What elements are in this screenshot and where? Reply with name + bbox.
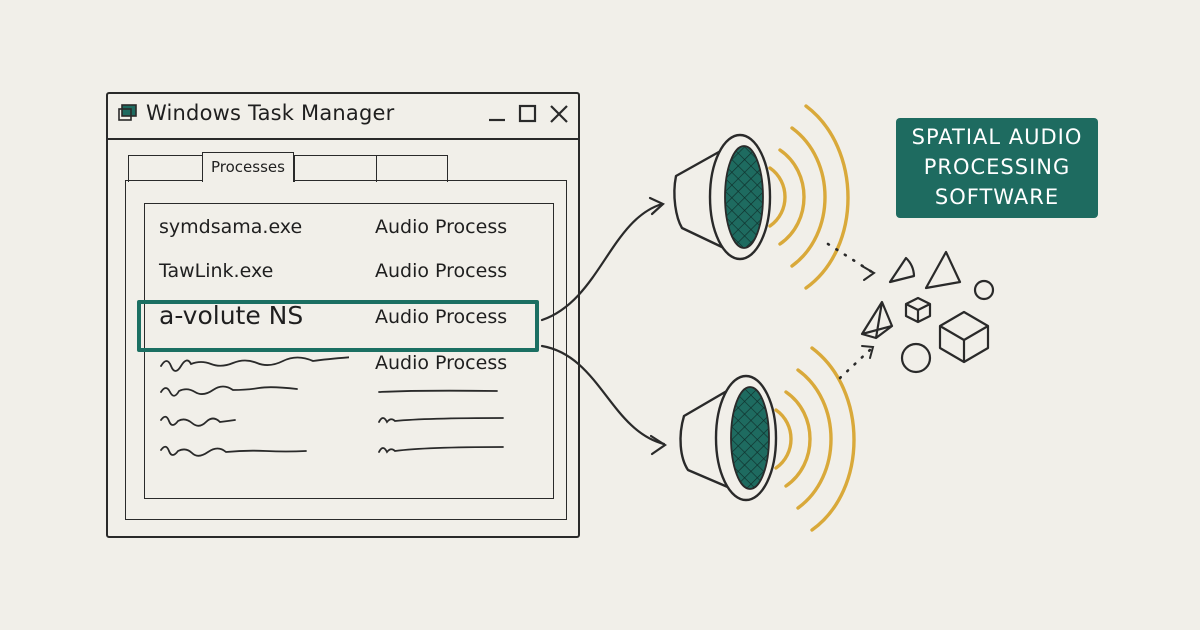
illegible-process-name	[160, 415, 236, 427]
tab-processes[interactable]: Processes	[202, 152, 294, 182]
title-bar[interactable]: Windows Task Manager	[108, 94, 578, 140]
process-row[interactable]: TawLink.exe Audio Process	[145, 254, 553, 286]
process-type: Audio Process	[375, 216, 508, 238]
tab-blank-3[interactable]	[294, 155, 378, 182]
illegible-process-type	[378, 389, 498, 393]
arrow-icon	[540, 202, 664, 322]
label-line-2: PROCESSING	[923, 155, 1071, 179]
sound-wave-icon	[774, 346, 856, 532]
illegible-process-name	[160, 356, 349, 372]
processes-panel: symdsama.exe Audio Process TawLink.exe A…	[125, 180, 567, 520]
app-icon	[118, 104, 137, 121]
illegible-process-type	[378, 446, 504, 454]
arrow-head-icon	[649, 434, 667, 456]
process-row-selected[interactable]: a-volute NS Audio Process	[145, 300, 553, 332]
process-row[interactable]: symdsama.exe Audio Process	[145, 210, 553, 242]
minimize-icon[interactable]	[486, 103, 508, 125]
arrow-icon	[540, 344, 666, 446]
process-name: symdsama.exe	[159, 216, 303, 238]
spatial-audio-label: SPATIAL AUDIO PROCESSING SOFTWARE	[896, 118, 1098, 218]
tab-blank-1[interactable]	[128, 155, 204, 182]
process-name: TawLink.exe	[159, 260, 274, 282]
process-list: symdsama.exe Audio Process TawLink.exe A…	[144, 203, 554, 499]
arrow-head-icon	[648, 196, 665, 216]
process-type: Audio Process	[375, 306, 508, 328]
label-line-1: SPATIAL AUDIO	[911, 125, 1083, 149]
process-type: Audio Process	[375, 352, 508, 374]
geometric-shape-icon	[860, 250, 995, 374]
sound-wave-icon	[768, 104, 850, 290]
process-name: a-volute NS	[159, 301, 304, 330]
label-line-3: SOFTWARE	[934, 185, 1060, 209]
tab-blank-4[interactable]	[376, 155, 448, 182]
process-row[interactable]: Audio Process	[145, 346, 553, 378]
tab-processes-label: Processes	[211, 158, 285, 176]
illegible-process-name	[160, 385, 298, 397]
speaker-icon	[673, 133, 772, 261]
close-icon[interactable]	[548, 103, 570, 125]
illegible-process-type	[378, 417, 504, 424]
window-title: Windows Task Manager	[146, 101, 395, 125]
maximize-icon[interactable]	[517, 103, 539, 125]
illegible-process-name	[160, 445, 307, 457]
speaker-icon	[679, 374, 778, 502]
process-type: Audio Process	[375, 260, 508, 282]
task-manager-window: Windows Task Manager Processes symdsama.…	[106, 92, 580, 538]
